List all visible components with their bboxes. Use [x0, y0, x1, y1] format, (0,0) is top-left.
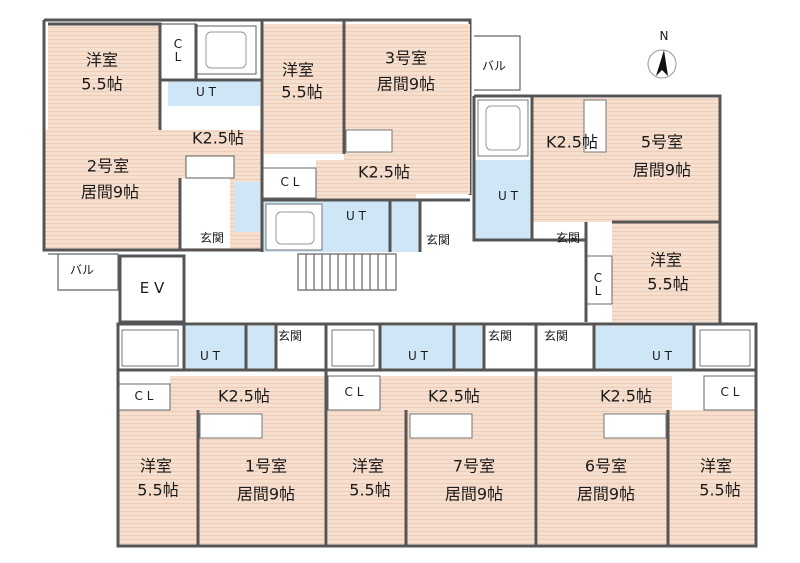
- north-label: N: [660, 29, 669, 43]
- label-living-r7: 居間9帖: [445, 485, 503, 504]
- label-kitchen-r5: K2.5帖: [546, 133, 598, 152]
- western-room-r5: [612, 222, 720, 322]
- label-living-r1: 居間9帖: [237, 485, 295, 504]
- north-arrow: N: [647, 29, 677, 79]
- label-ev: E V: [140, 279, 165, 297]
- balcony-r3: [474, 35, 521, 91]
- elevator: [118, 254, 186, 324]
- label-ut-r5: U T: [498, 189, 519, 203]
- label-kitchen-r2: K2.5帖: [192, 129, 244, 148]
- label-living-r6: 居間9帖: [577, 485, 635, 504]
- label-genkan-r5: 玄関: [556, 230, 580, 245]
- label-cl-r1: C L: [135, 389, 154, 403]
- label-genkan-r1: 玄関: [278, 328, 302, 343]
- kitchen-counter-r1: [199, 413, 263, 439]
- label-western-r5: 洋室: [650, 251, 682, 270]
- label-kitchen-r6: K2.5帖: [600, 387, 652, 406]
- label-cl-r6: C L: [721, 385, 740, 399]
- bottom-walls: [116, 322, 758, 548]
- label-room-5: 5号室: [641, 133, 683, 152]
- label-genkan-r2: 玄関: [200, 230, 224, 245]
- label-room-2: 2号室: [87, 157, 129, 176]
- label-western-r5-size: 5.5帖: [647, 275, 688, 294]
- unit-room-5: [472, 94, 722, 324]
- north-arrow-icon: [656, 50, 668, 76]
- unit-room-3: [260, 20, 521, 252]
- unit-room-7: [327, 326, 536, 546]
- label-room-1: 1号室: [245, 457, 287, 476]
- western-room-r3: [262, 24, 344, 154]
- unit-room-1: [117, 326, 326, 546]
- balcony-r2: [48, 253, 119, 291]
- label-cl-r7: C L: [345, 385, 364, 399]
- kitchen-counter-r6: [603, 413, 667, 439]
- label-western-r2: 洋室: [86, 51, 118, 70]
- label-room-7: 7号室: [453, 457, 495, 476]
- utility-r7: [380, 326, 454, 370]
- stairs: [297, 253, 397, 291]
- label-western-r1-size: 5.5帖: [137, 481, 178, 500]
- utility-r1: [184, 326, 246, 370]
- label-western-r3-size: 5.5帖: [281, 83, 322, 102]
- living-room-r5: [532, 98, 720, 222]
- label-balcony-left: バル: [70, 263, 94, 277]
- label-cl-r3: C L: [281, 175, 300, 189]
- label-western-r3: 洋室: [282, 61, 314, 80]
- label-ut-r1: U T: [200, 349, 221, 363]
- label-balcony-top: バル: [482, 59, 506, 73]
- label-ut-r3: U T: [346, 209, 367, 223]
- label-room-6: 6号室: [585, 457, 627, 476]
- label-western-r6-size: 5.5帖: [699, 481, 740, 500]
- utility-r5: [474, 160, 532, 240]
- label-ut-r6: U T: [652, 349, 673, 363]
- label-living-r3: 居間9帖: [377, 75, 435, 94]
- unit-room-2: [42, 18, 472, 252]
- kitchen-counter-r5: [583, 99, 607, 153]
- label-room-3: 3号室: [385, 49, 427, 68]
- label-western-r2-size: 5.5帖: [81, 75, 122, 94]
- utility-r6: [620, 326, 694, 370]
- living-room-r6: [538, 376, 672, 546]
- label-western-r6: 洋室: [700, 457, 732, 476]
- kitchen-counter-r3: [345, 129, 393, 153]
- bath-r2: [195, 25, 257, 75]
- label-genkan-r7: 玄関: [488, 328, 512, 343]
- unit-room-6: [538, 326, 757, 546]
- label-kitchen-r1: K2.5帖: [218, 387, 270, 406]
- label-kitchen-r3: K2.5帖: [358, 163, 410, 182]
- kitchen-counter-r7: [409, 413, 473, 439]
- label-western-r7: 洋室: [352, 457, 384, 476]
- western-room-r6: [668, 410, 756, 546]
- label-living-r2: 居間9帖: [81, 183, 139, 202]
- kitchen-counter-r2: [185, 155, 235, 179]
- label-genkan-r3: 玄関: [426, 232, 450, 247]
- label-kitchen-r7: K2.5帖: [428, 387, 480, 406]
- living-room-r1: [170, 376, 326, 546]
- label-ut-r2: U T: [196, 85, 217, 99]
- label-genkan-r6: 玄関: [544, 328, 568, 343]
- utility-r2: [168, 80, 260, 106]
- western-room-r2: [48, 24, 160, 130]
- label-living-r5: 居間9帖: [633, 161, 691, 180]
- label-ut-r7: U T: [408, 349, 429, 363]
- label-western-r1: 洋室: [140, 457, 172, 476]
- label-western-r7-size: 5.5帖: [349, 481, 390, 500]
